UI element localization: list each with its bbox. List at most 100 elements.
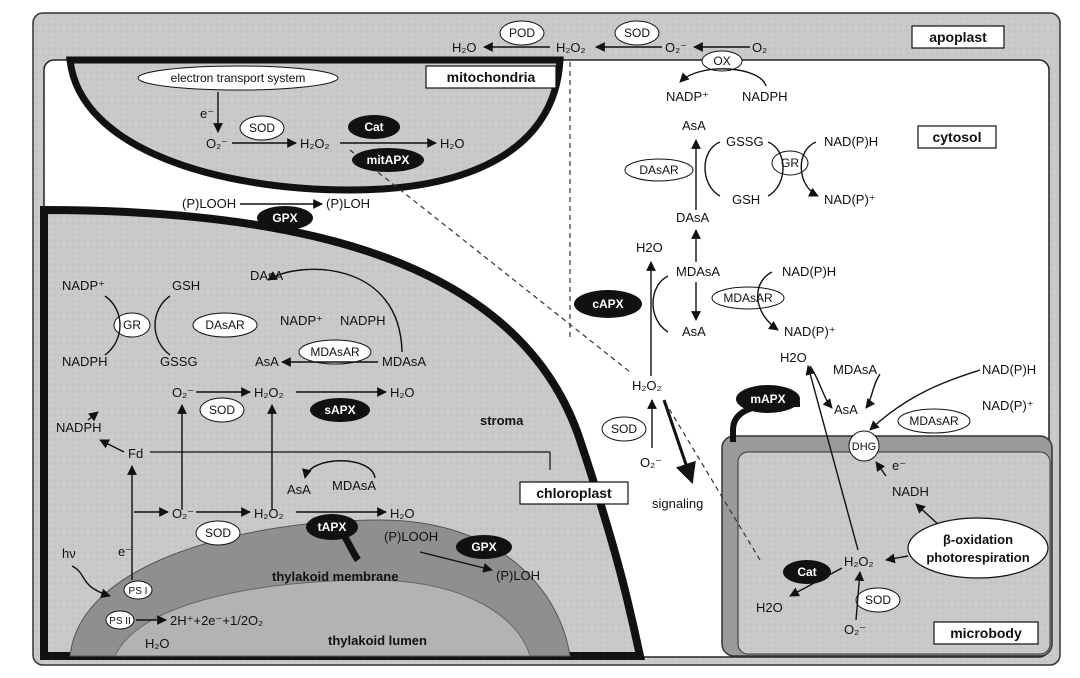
apo-nadp-plus: NADP⁺ bbox=[666, 89, 709, 104]
apoplast-label: apoplast bbox=[929, 29, 987, 45]
cyt-gssg: GSSG bbox=[726, 134, 764, 149]
chl-hv: hν bbox=[62, 546, 76, 561]
chl-ps2: PS II bbox=[109, 616, 131, 627]
chl-fd: Fd bbox=[128, 446, 143, 461]
cyt-o2-minus: O₂⁻ bbox=[640, 455, 662, 470]
thylakoid-lumen-label: thylakoid lumen bbox=[328, 633, 427, 648]
mb-beta-oxidation: β-oxidation bbox=[943, 532, 1013, 547]
mb-cat: Cat bbox=[797, 565, 816, 579]
cyt-nadph-2: NAD(P)H bbox=[782, 264, 836, 279]
mito-sod: SOD bbox=[249, 121, 275, 135]
chl-gr: GR bbox=[123, 318, 141, 332]
chl-nadp-plus-2: NADP⁺ bbox=[280, 313, 323, 328]
cyt-h2o2: H₂O₂ bbox=[632, 378, 662, 393]
chl-asa-low: AsA bbox=[287, 482, 311, 497]
mito-h2o: H₂O bbox=[440, 136, 465, 151]
cyt-sod: SOD bbox=[611, 422, 637, 436]
mb-dhg: DHG bbox=[852, 441, 876, 453]
chl-h2o-lumen: H₂O bbox=[145, 636, 170, 651]
cyt-gr: GR bbox=[781, 156, 799, 170]
mb-h2o-low: H2O bbox=[756, 600, 783, 615]
apo-o2-minus: O₂⁻ bbox=[665, 40, 687, 55]
mito-h2o2: H₂O₂ bbox=[300, 136, 330, 151]
chl-o2-minus-low: O₂⁻ bbox=[172, 506, 194, 521]
cyt-signaling: signaling bbox=[652, 496, 703, 511]
apo-nadph: NADPH bbox=[742, 89, 788, 104]
mb-sod: SOD bbox=[865, 593, 891, 607]
mb-h2o2: H₂O₂ bbox=[844, 554, 874, 569]
cytosol-label: cytosol bbox=[932, 129, 981, 145]
mb-nadp-plus: NAD(P)⁺ bbox=[982, 398, 1034, 413]
chl-e-minus: e⁻ bbox=[118, 544, 132, 559]
cyt-asa-low: AsA bbox=[682, 324, 706, 339]
apo-h2o: H₂O bbox=[452, 40, 477, 55]
chl-gssg: GSSG bbox=[160, 354, 198, 369]
mb-mdasa: MDAsA bbox=[833, 362, 877, 377]
chl-gsh: GSH bbox=[172, 278, 200, 293]
mito-e-minus: e⁻ bbox=[200, 106, 214, 121]
mb-mapx: mAPX bbox=[750, 392, 785, 406]
chl-nadph: NADPH bbox=[62, 354, 108, 369]
apo-sod: SOD bbox=[624, 26, 650, 40]
mito-o2-minus: O₂⁻ bbox=[206, 136, 228, 151]
chl-ploh: (P)LOH bbox=[496, 568, 540, 583]
chl-tapx: tAPX bbox=[318, 520, 347, 534]
cyt-mdasar: MDAsAR bbox=[723, 291, 773, 305]
gpx-plooh: (P)LOOH bbox=[182, 196, 236, 211]
chl-h2o-low: H₂O bbox=[390, 506, 415, 521]
gpx-ploh: (P)LOH bbox=[326, 196, 370, 211]
chl-ps1: PS I bbox=[129, 586, 148, 597]
chl-gpx-top: GPX bbox=[272, 211, 297, 225]
mb-mdasar: MDAsAR bbox=[909, 414, 959, 428]
thylakoid-membrane-label: thylakoid membrane bbox=[272, 569, 398, 584]
chl-sod-low: SOD bbox=[205, 526, 231, 540]
mito-mitapx: mitAPX bbox=[367, 153, 410, 167]
chl-water-split: 2H⁺+2e⁻+1/2O₂ bbox=[170, 613, 263, 628]
chl-h2o-top: H₂O bbox=[390, 385, 415, 400]
mb-e-minus: e⁻ bbox=[892, 458, 906, 473]
microbody-label: microbody bbox=[950, 625, 1022, 641]
apo-o2: O₂ bbox=[752, 40, 767, 55]
microbody-inner bbox=[737, 451, 1051, 655]
chl-nadp-plus: NADP⁺ bbox=[62, 278, 105, 293]
cyt-nadp-plus-1: NAD(P)⁺ bbox=[824, 192, 876, 207]
chl-nadph-2: NADPH bbox=[340, 313, 386, 328]
electron-transport-label: electron transport system bbox=[171, 71, 306, 85]
chl-sapx: sAPX bbox=[324, 403, 355, 417]
mb-nadh: NADH bbox=[892, 484, 929, 499]
chl-mdasar: MDAsAR bbox=[310, 345, 360, 359]
ox-enzyme: OX bbox=[713, 54, 730, 68]
cyt-asa-top: AsA bbox=[682, 118, 706, 133]
chl-asa: AsA bbox=[255, 354, 279, 369]
chl-plooh: (P)LOOH bbox=[384, 529, 438, 544]
chl-gpx-low: GPX bbox=[471, 540, 496, 554]
mb-h2o-top: H2O bbox=[780, 350, 807, 365]
chl-sod-top: SOD bbox=[209, 403, 235, 417]
mb-photorespiration: photorespiration bbox=[926, 550, 1029, 565]
mitochondria-membrane bbox=[66, 56, 564, 194]
cyt-nadph-1: NAD(P)H bbox=[824, 134, 878, 149]
chl-h2o2-top: H₂O₂ bbox=[254, 385, 284, 400]
cyt-nadp-plus-2: NAD(P)⁺ bbox=[784, 324, 836, 339]
apo-pod: POD bbox=[509, 26, 535, 40]
mb-asa: AsA bbox=[834, 402, 858, 417]
cyt-dasa: DAsA bbox=[676, 210, 710, 225]
chl-o2-minus-top: O₂⁻ bbox=[172, 385, 194, 400]
mito-cat: Cat bbox=[364, 120, 383, 134]
cyt-h2o: H2O bbox=[636, 240, 663, 255]
chl-dasar: DAsAR bbox=[205, 318, 245, 332]
chl-mdasa-low: MDAsA bbox=[332, 478, 376, 493]
mitochondria-label: mitochondria bbox=[447, 69, 536, 85]
chl-mdasa: MDAsA bbox=[382, 354, 426, 369]
chl-h2o2-low: H₂O₂ bbox=[254, 506, 284, 521]
apo-h2o2: H₂O₂ bbox=[556, 40, 586, 55]
stroma-label: stroma bbox=[480, 413, 524, 428]
mb-o2-minus: O₂⁻ bbox=[844, 622, 866, 637]
chloroplast-label: chloroplast bbox=[536, 485, 612, 501]
cyt-gsh: GSH bbox=[732, 192, 760, 207]
cyt-capx: cAPX bbox=[592, 297, 623, 311]
chl-nadph-3: NADPH bbox=[56, 420, 102, 435]
mb-nadph: NAD(P)H bbox=[982, 362, 1036, 377]
cyt-dasar: DAsAR bbox=[639, 163, 679, 177]
